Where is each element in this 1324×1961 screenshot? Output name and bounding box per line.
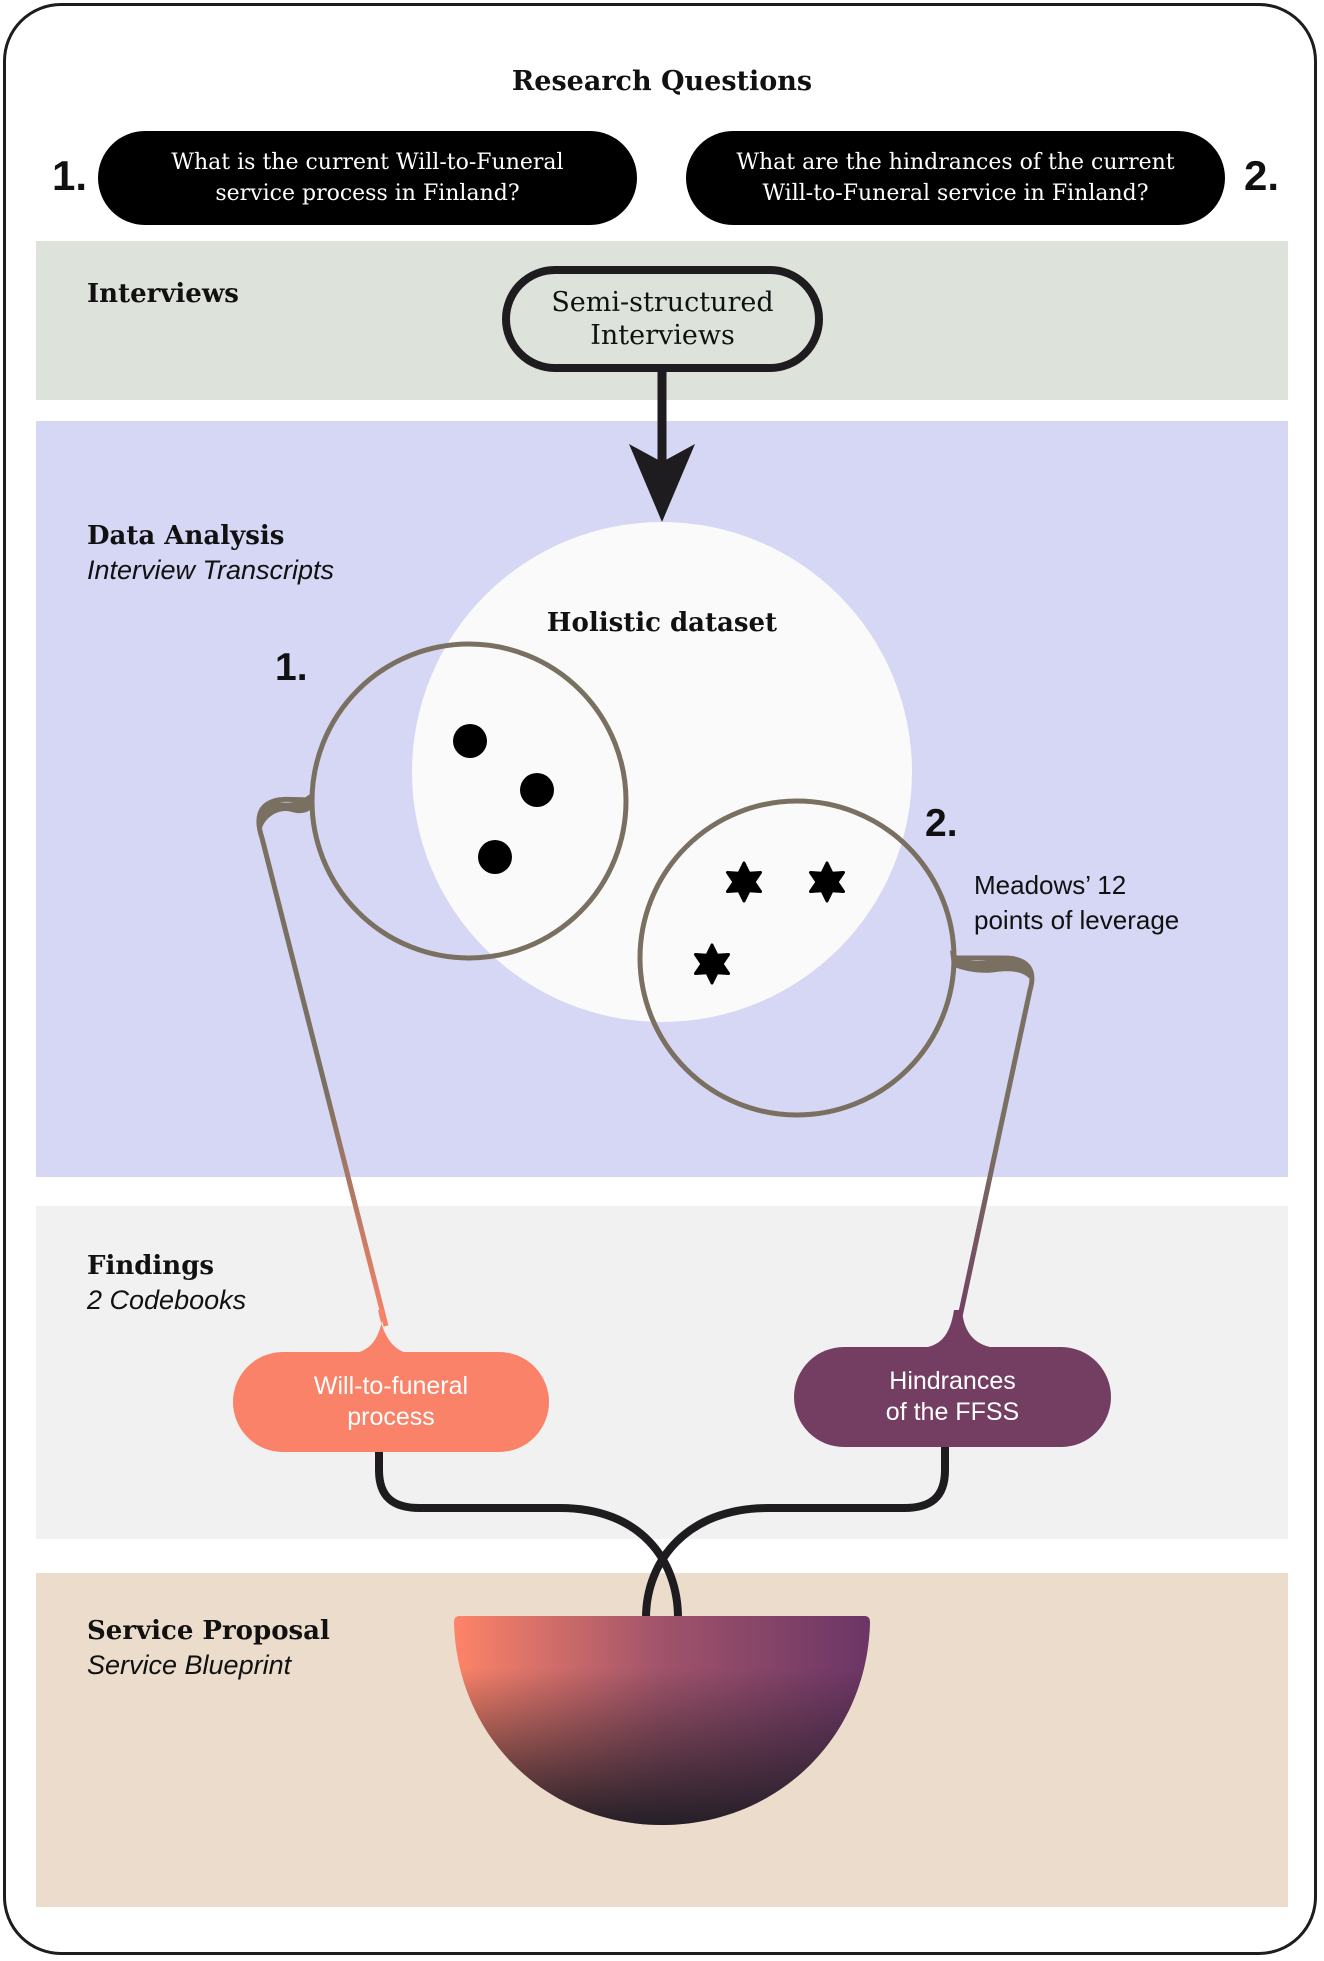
dot-icon [478,840,512,874]
holistic-dataset-label: Holistic dataset [546,608,778,638]
lens-2-number: 2. [925,802,958,845]
question-2-pill: What are the hindrances of the current W… [686,131,1225,225]
question-2-text: What are the hindrances of the current W… [736,150,1175,206]
lens-1-connector-line [256,796,389,1327]
codebook-2-connector [642,1445,949,1619]
codebook-will-to-funeral-label: Will-to-funeral process [313,1372,469,1431]
holistic-dataset-circle [412,522,912,1022]
lens-1-connector-flare [350,1310,412,1354]
dot-icon [520,773,554,807]
service-blueprint-bowl [454,1616,870,1825]
star-icon [694,943,730,985]
dot-icon [453,724,487,758]
service-proposal-heading: Service Proposal [87,1616,330,1646]
codebook-hindrances-label: Hindrances of the FFSS [885,1367,1020,1426]
question-1-text: What is the current Will-to-Funeral serv… [171,150,564,206]
arrow-down-icon [629,368,695,522]
findings-heading: Findings [87,1251,215,1281]
findings-subheading: 2 Codebooks [87,1285,247,1315]
data-analysis-label: Data Analysis Interview Transcripts [87,521,334,586]
lens-2-connector-knob [950,950,1033,982]
meadows-leverage-label: Meadows’ 12 points of leverage [974,870,1180,935]
semi-structured-interviews-node: Semi-structured Interviews [502,266,823,372]
codebook-hindrances-pill: Hindrances of the FFSS [794,1347,1111,1447]
service-proposal-label: Service Proposal Service Blueprint [87,1616,330,1681]
lens-2-connector-line [951,955,1035,1327]
question-2-number: 2. [1244,152,1280,199]
semi-structured-interviews-label: Semi-structured Interviews [551,287,774,351]
interviews-label: Interviews [87,279,239,309]
findings-label: Findings 2 Codebooks [87,1251,246,1316]
lens-2-connector-flare [922,1310,996,1348]
star-icons [694,861,845,985]
star-icon [809,861,845,903]
codebook-will-to-funeral-pill: Will-to-funeral process [233,1352,549,1452]
service-proposal-subheading: Service Blueprint [87,1650,292,1680]
data-analysis-heading: Data Analysis [87,521,285,551]
question-1-number: 1. [52,152,88,199]
star-icon [726,861,762,903]
lens-1-number: 1. [275,646,308,689]
question-1-pill: What is the current Will-to-Funeral serv… [98,131,637,225]
codebook-1-connector [375,1450,682,1619]
data-analysis-subheading: Interview Transcripts [87,555,335,585]
page-title: Research Questions [511,66,813,97]
interviews-heading: Interviews [87,279,239,309]
